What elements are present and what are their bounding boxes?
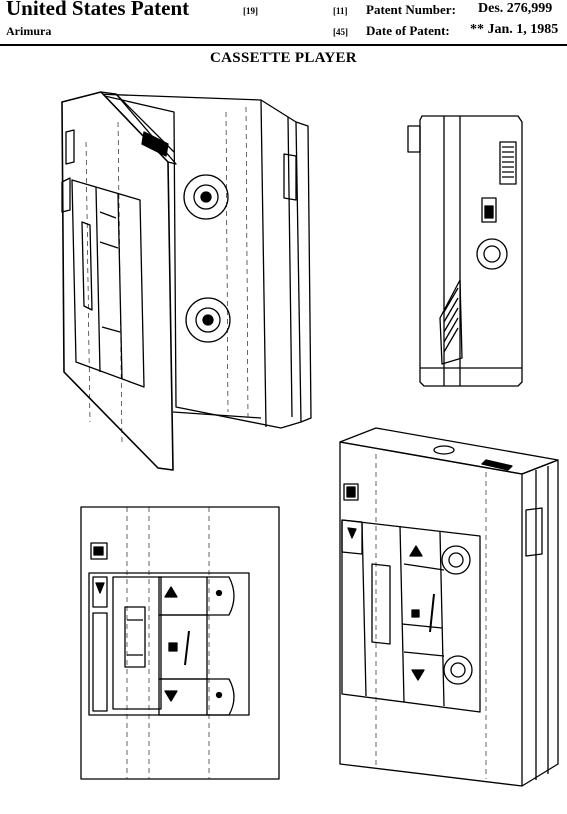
figure-open-perspective-view xyxy=(56,82,316,476)
date-value: ** Jan. 1, 1985 xyxy=(470,22,559,37)
figure-closed-perspective-view xyxy=(336,424,566,792)
figure-front-view xyxy=(79,505,285,783)
inventor-name: Arimura xyxy=(6,24,52,38)
document-title: CASSETTE PLAYER xyxy=(210,50,357,66)
header-rule xyxy=(0,44,567,46)
header-reference-19: [19] xyxy=(243,6,258,16)
date-label: Date of Patent: xyxy=(366,23,450,38)
figure-side-view xyxy=(404,112,528,390)
date-tag: [45] xyxy=(333,27,348,37)
patent-number-value: Des. 276,999 xyxy=(478,1,553,16)
patent-number-label: Patent Number: xyxy=(366,2,456,17)
patent-number-tag: [11] xyxy=(333,6,348,16)
document-header-title: United States Patent xyxy=(6,0,190,20)
